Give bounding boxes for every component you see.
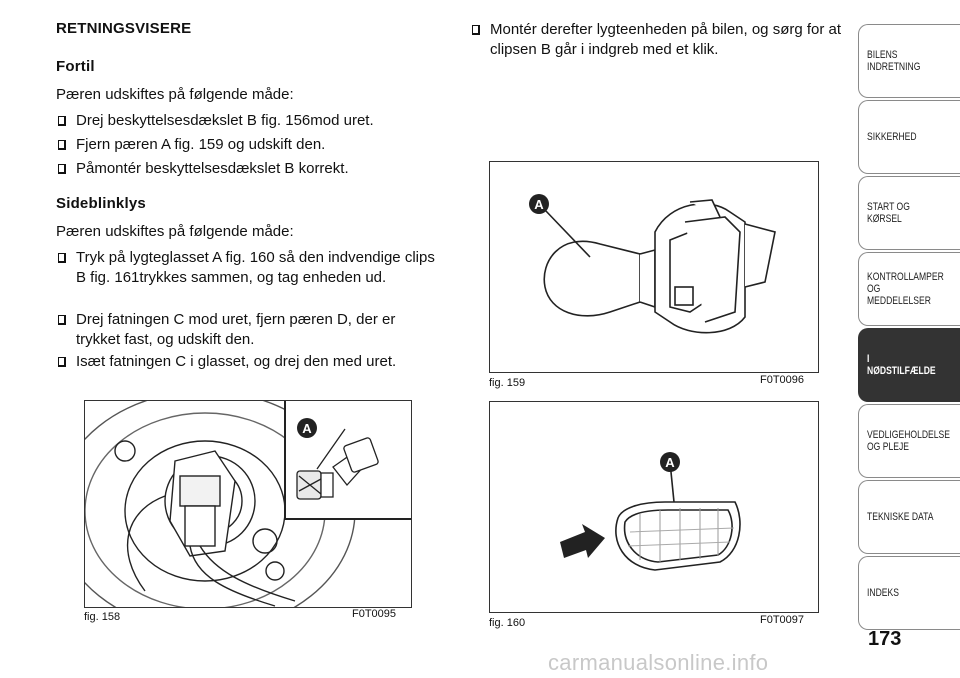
checkbox-bullet-icon <box>58 164 66 174</box>
tab-i-nodstilfaelde[interactable]: I NØDSTILFÆLDE <box>858 328 960 402</box>
callout-marker <box>660 452 680 472</box>
step-item: Drej beskyttelsesdækslet B fig. 156mod u… <box>56 111 440 131</box>
tab-indeks[interactable]: INDEKS <box>858 556 960 630</box>
figure-code: F0T0096 <box>760 374 805 386</box>
callout-letter: A <box>302 421 312 436</box>
checkbox-bullet-icon <box>58 116 66 126</box>
callout-letter: A <box>534 197 544 212</box>
watermark: carmanualsonline.info <box>548 650 769 675</box>
tab-tekniske-data[interactable]: TEKNISKE DATA <box>858 480 960 554</box>
step-item: Drej fatningen C mod uret, fjern pæren D… <box>56 310 440 350</box>
subsection-title-side: Sideblinklys <box>56 195 146 212</box>
tab-sikkerhed[interactable]: SIKKERHED <box>858 100 960 174</box>
push-arrow-icon <box>560 524 605 558</box>
tab-vedligeholdelse[interactable]: VEDLIGEHOLDELSE OG PLEJE <box>858 404 960 478</box>
callout-letter: A <box>665 455 675 470</box>
checkbox-bullet-icon <box>58 253 66 263</box>
checkbox-bullet-icon <box>58 315 66 325</box>
tab-start-og-korsel[interactable]: START OG KØRSEL <box>858 176 960 250</box>
checkbox-bullet-icon <box>58 357 66 367</box>
tab-bilens-indretning[interactable]: BILENS INDRETNING <box>858 24 960 98</box>
checkbox-bullet-icon <box>472 25 480 35</box>
callout-marker <box>297 418 317 438</box>
figure-label: fig. 158 <box>84 611 121 623</box>
tab-kontrollamper[interactable]: KONTROLLAMPER OG MEDDELELSER <box>858 252 960 326</box>
figure-158: A <box>84 400 412 608</box>
page-number: 173 <box>868 628 902 650</box>
step-item: Montér derefter lygteenheden på bilen, o… <box>470 20 868 60</box>
bulb-socket-illustration: A <box>529 194 776 334</box>
intro-text-front: Pæren udskiftes på følgende måde: <box>56 86 294 103</box>
figure-160: A <box>489 401 819 613</box>
step-item: Fjern pæren A fig. 159 og udskift den. <box>56 135 440 155</box>
step-item: Tryk på lygteglasset A fig. 160 så den i… <box>56 248 440 288</box>
figure-159: A <box>489 161 819 373</box>
step-item: Påmontér beskyttelsesdækslet B korrekt. <box>56 159 440 179</box>
checkbox-bullet-icon <box>58 140 66 150</box>
subsection-title-front: Fortil <box>56 58 95 75</box>
step-item: Isæt fatningen C i glasset, og drej den … <box>56 352 440 372</box>
figure-code: F0T0095 <box>352 608 397 620</box>
figure-label: fig. 160 <box>489 617 526 629</box>
side-indicator-lens-illustration: A <box>560 452 741 571</box>
intro-text-side: Pæren udskiftes på følgende måde: <box>56 223 294 240</box>
section-title: RETNINGSVISERE <box>56 20 192 37</box>
figure-code: F0T0097 <box>760 614 805 626</box>
headlamp-bulb-illustration: A <box>85 401 411 607</box>
callout-marker <box>529 194 549 214</box>
figure-label: fig. 159 <box>489 377 526 389</box>
